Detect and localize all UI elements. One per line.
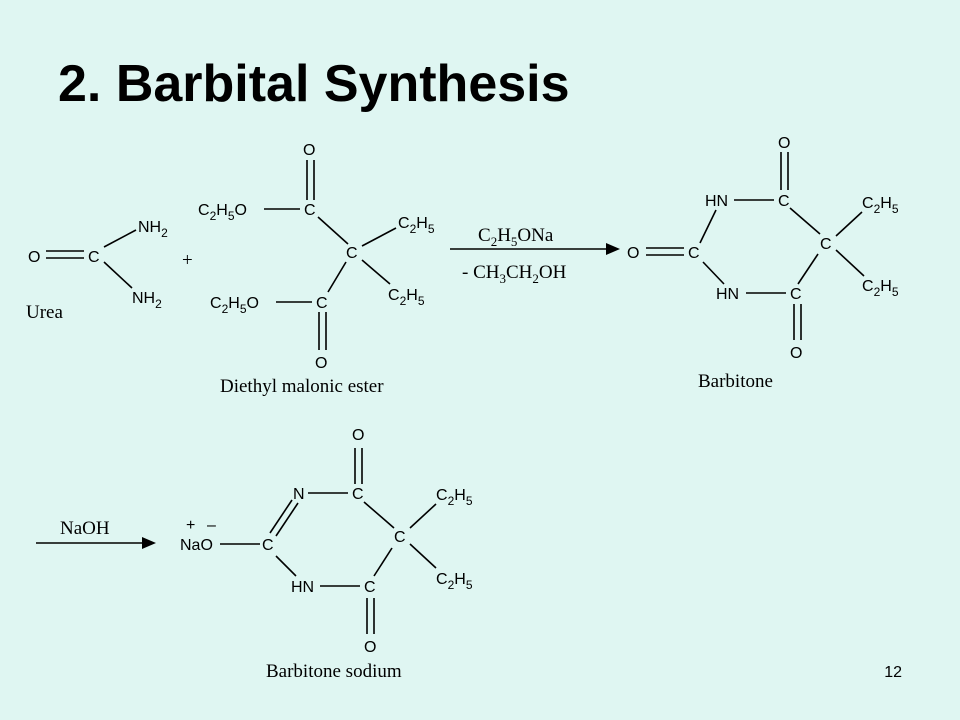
urea-nh2-top: NH2: [138, 219, 168, 240]
sodium-top-oxygen: O: [352, 427, 364, 444]
urea-label: Urea: [26, 302, 63, 323]
sodium-n3: N: [293, 486, 305, 503]
ester-top-oxygen: O: [303, 142, 315, 159]
urea-structure: O C NH2 NH2: [28, 219, 168, 311]
ester-top-group: C2H5O: [198, 202, 247, 223]
ester-top-carbon: C: [304, 202, 316, 219]
barbitone-c2: C: [688, 245, 700, 262]
urea-nh2-bottom: NH2: [132, 290, 162, 311]
barbitone-c4: C: [778, 193, 790, 210]
sodium-oxide: NaO: [180, 537, 213, 554]
ester-bottom-carbon: C: [316, 295, 328, 312]
sodium-c2: C: [262, 537, 274, 554]
barbitone-sodium-label: Barbitone sodium: [266, 661, 402, 682]
barbitone-bottom-nh: HN: [716, 286, 739, 303]
sodium-c4: C: [352, 486, 364, 503]
urea-carbon: C: [88, 249, 100, 266]
barbitone-top-oxygen: O: [778, 135, 790, 152]
step1-reagent: C2H5ONa: [478, 225, 554, 249]
barbitone-c5: C: [820, 236, 832, 253]
barbitone-top-nh: HN: [705, 193, 728, 210]
barbitone-ethyl-bottom: C2H5: [862, 278, 899, 299]
page-number: 12: [884, 664, 902, 681]
step1-byproduct: - CH3CH2OH: [462, 262, 567, 286]
barbitone-c6: C: [790, 286, 802, 303]
sodium-nh: HN: [291, 579, 314, 596]
plus-sign: +: [182, 250, 193, 271]
sodium-ethyl-top: C2H5: [436, 487, 473, 508]
barbitone-label: Barbitone: [698, 371, 773, 392]
sodium-c5: C: [394, 529, 406, 546]
step1-arrow: C2H5ONa - CH3CH2OH: [450, 225, 620, 286]
ester-bottom-group: C2H5O: [210, 295, 259, 316]
step2-arrow: NaOH: [36, 518, 156, 549]
o-minus-charge: –: [207, 517, 216, 534]
diethyl-malonic-ester-label: Diethyl malonic ester: [220, 376, 384, 397]
barbitone-c2-oxygen: O: [627, 245, 639, 262]
step2-reagent: NaOH: [60, 518, 110, 539]
ester-ethyl-top: C2H5: [398, 215, 435, 236]
ester-bottom-oxygen: O: [315, 355, 327, 372]
urea-oxygen: O: [28, 249, 40, 266]
slide-title: 2. Barbital Synthesis: [58, 55, 570, 113]
barbitone-bottom-oxygen: O: [790, 345, 802, 362]
barbitone-sodium-structure: + – NaO C N C O C C2H5 C2H5 C O HN: [180, 427, 473, 656]
sodium-bottom-oxygen: O: [364, 639, 376, 656]
diethyl-malonic-ester-structure: O C2H5O C C C2H5 C2H5 C2H5O C O: [198, 142, 435, 372]
barbitone-structure: O HN C C C2H5 C2H5 C O HN C O: [627, 135, 899, 362]
barbitone-ethyl-top: C2H5: [862, 195, 899, 216]
na-plus-charge: +: [186, 517, 195, 534]
ester-central-carbon: C: [346, 245, 358, 262]
sodium-c6: C: [364, 579, 376, 596]
ester-ethyl-bottom: C2H5: [388, 287, 425, 308]
sodium-ethyl-bottom: C2H5: [436, 571, 473, 592]
